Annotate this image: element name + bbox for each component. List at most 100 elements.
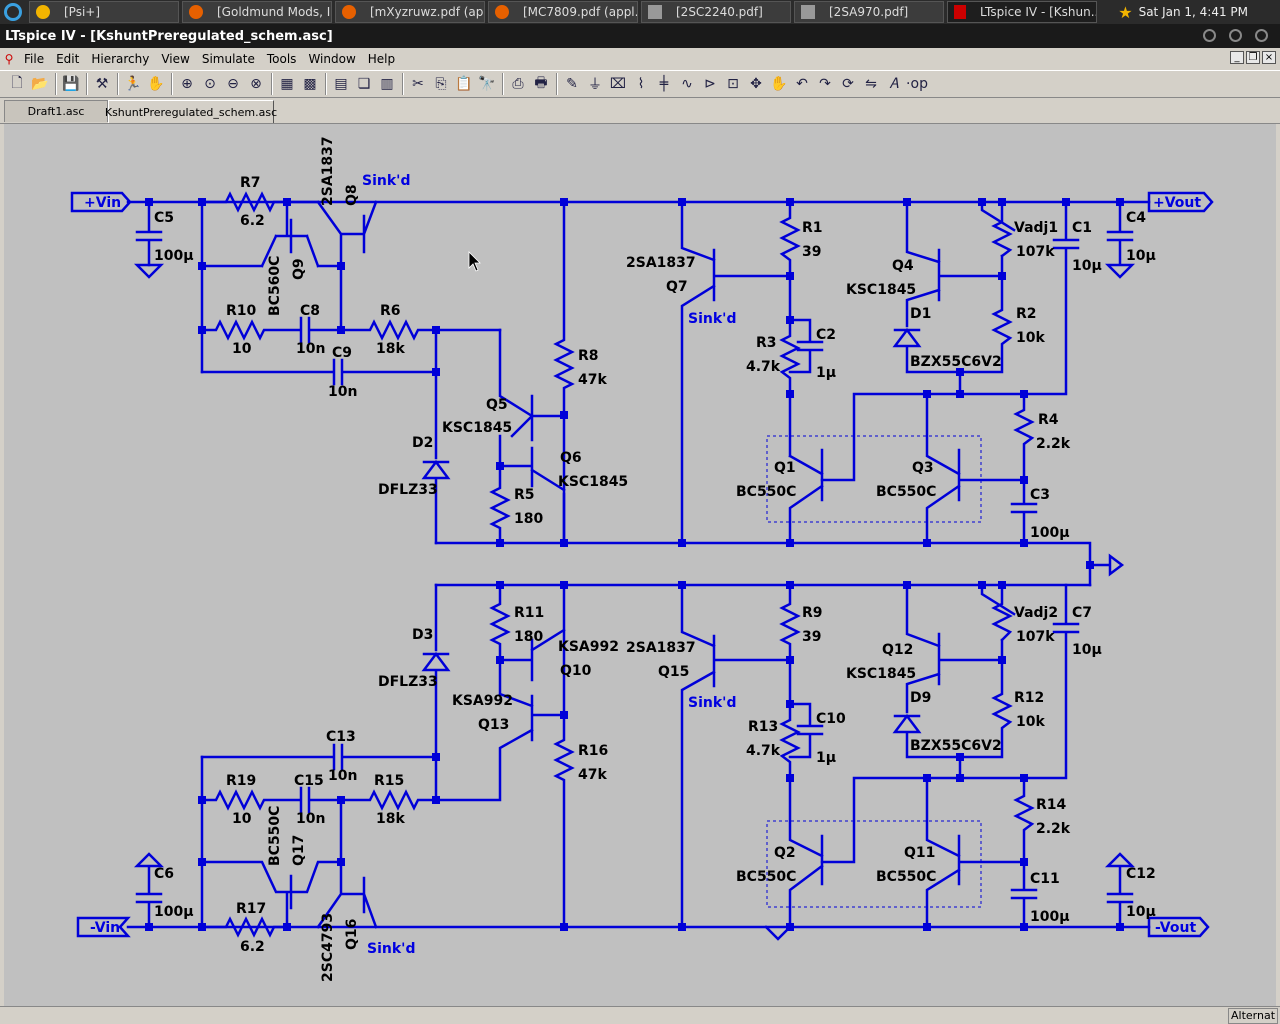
label-c9[interactable]: C9	[332, 345, 352, 361]
tile-horizontal-icon[interactable]: ▤	[334, 76, 348, 92]
model-d3[interactable]: DFLZ33	[378, 674, 438, 690]
run-icon[interactable]: 🏃	[124, 76, 142, 92]
model-q3[interactable]: BC550C	[876, 484, 936, 500]
menu-tools[interactable]: Tools	[266, 52, 297, 66]
label-r9[interactable]: R9	[802, 605, 823, 621]
value-vadj1[interactable]: 107k	[1016, 244, 1055, 260]
model-q17[interactable]: BC550C	[267, 806, 283, 866]
cascade-icon[interactable]: ❏	[357, 76, 371, 92]
model-d1[interactable]: BZX55C6V2	[910, 354, 1002, 370]
label-r5[interactable]: R5	[514, 487, 535, 503]
schematic-canvas[interactable]: +Vin +Vout -Vin -Vout Sink'd Sink'd Sink…	[0, 124, 1280, 1006]
label-c15[interactable]: C15	[294, 773, 324, 789]
value-c9[interactable]: 10n	[328, 384, 357, 400]
label-d1[interactable]: D1	[910, 306, 931, 322]
label-q8[interactable]: Q8	[344, 184, 360, 206]
label-r6[interactable]: R6	[380, 303, 401, 319]
label-r15[interactable]: R15	[374, 773, 404, 789]
model-d9[interactable]: BZX55C6V2	[910, 738, 1002, 754]
label-c12[interactable]: C12	[1126, 866, 1156, 882]
label-c1[interactable]: C1	[1072, 220, 1092, 236]
value-c15[interactable]: 10n	[296, 811, 325, 827]
port-vout-pos[interactable]: +Vout	[1153, 195, 1201, 211]
clock[interactable]: ★Sat Jan 1, 4:41 PM	[1118, 0, 1248, 24]
mdi-restore-icon[interactable]: ❐	[1246, 51, 1260, 64]
label-c8[interactable]: C8	[300, 303, 320, 319]
label-q12[interactable]: Q12	[882, 642, 913, 658]
label-r1[interactable]: R1	[802, 220, 823, 236]
model-q11[interactable]: BC550C	[876, 869, 936, 885]
label-r3[interactable]: R3	[756, 335, 777, 351]
label-q3[interactable]: Q3	[912, 460, 934, 476]
control-panel-icon[interactable]: ⚒	[95, 76, 109, 92]
port-vout-neg[interactable]: -Vout	[1155, 920, 1196, 936]
tab-kshunt[interactable]: KshuntPreregulated_schem.asc	[105, 100, 277, 123]
label-r4[interactable]: R4	[1038, 412, 1059, 428]
zoom-fit-icon[interactable]: ⊗	[250, 76, 262, 92]
value-r2[interactable]: 10k	[1016, 330, 1045, 346]
value-c7[interactable]: 10µ	[1072, 642, 1102, 658]
task-2sa970[interactable]: [2SA970.pdf]	[794, 1, 944, 23]
value-r11[interactable]: 180	[514, 629, 543, 645]
save-icon[interactable]: 💾	[62, 76, 80, 92]
net-sink-q15[interactable]: Sink'd	[688, 695, 736, 711]
value-c1[interactable]: 10µ	[1072, 258, 1102, 274]
menu-file[interactable]: File	[24, 52, 45, 66]
net-sink-q7[interactable]: Sink'd	[688, 311, 736, 327]
print-setup-icon[interactable]: ⎙	[512, 76, 524, 92]
label-q4[interactable]: Q4	[892, 258, 914, 274]
label-c13[interactable]: C13	[326, 729, 356, 745]
model-q4[interactable]: KSC1845	[846, 282, 916, 298]
menu-view[interactable]: View	[161, 52, 190, 66]
value-c3[interactable]: 100µ	[1030, 525, 1070, 541]
drag-icon[interactable]: ✋	[770, 76, 788, 92]
model-q7[interactable]: 2SA1837	[626, 255, 696, 271]
value-c2[interactable]: 1µ	[816, 365, 836, 381]
label-r11[interactable]: R11	[514, 605, 544, 621]
value-r14[interactable]: 2.2k	[1036, 821, 1071, 837]
net-sink-q16[interactable]: Sink'd	[367, 941, 415, 957]
mirror-icon[interactable]: ⇋	[865, 76, 877, 92]
text-icon[interactable]: 𝐴	[889, 76, 899, 92]
value-r16[interactable]: 47k	[578, 767, 607, 783]
model-q6[interactable]: KSC1845	[558, 474, 628, 490]
label-q6[interactable]: Q6	[560, 450, 582, 466]
value-c12[interactable]: 10µ	[1126, 904, 1156, 920]
mdi-minimize-icon[interactable]: _	[1230, 51, 1244, 64]
menu-window[interactable]: Window	[308, 52, 356, 66]
value-c10[interactable]: 1µ	[816, 750, 836, 766]
minimize-icon[interactable]	[1203, 29, 1216, 42]
value-r1[interactable]: 39	[802, 244, 821, 260]
label-q7[interactable]: Q7	[666, 279, 688, 295]
undo-icon[interactable]: ↶	[796, 76, 808, 92]
value-r8[interactable]: 47k	[578, 372, 607, 388]
model-q15[interactable]: 2SA1837	[626, 640, 696, 656]
value-r9[interactable]: 39	[802, 629, 821, 645]
tile-vertical-icon[interactable]: ▥	[380, 76, 394, 92]
model-q13[interactable]: KSA992	[452, 693, 513, 709]
diode-icon[interactable]: ⊳	[704, 76, 716, 92]
value-c13[interactable]: 10n	[328, 768, 357, 784]
value-r15[interactable]: 18k	[376, 811, 405, 827]
label-r8[interactable]: R8	[578, 348, 599, 364]
print-icon[interactable]: 🖶	[534, 75, 548, 91]
label-q10[interactable]: Q10	[560, 663, 592, 679]
spice-directive-icon[interactable]: ·op	[906, 76, 928, 92]
grid-icon[interactable]: ▩	[303, 76, 317, 92]
label-c4[interactable]: C4	[1126, 210, 1146, 226]
mdi-close-icon[interactable]: ×	[1262, 51, 1276, 64]
label-q15[interactable]: Q15	[658, 664, 689, 680]
label-r17[interactable]: R17	[236, 901, 266, 917]
paste-icon[interactable]: 📋	[455, 76, 473, 92]
net-sink-q8[interactable]: Sink'd	[362, 173, 410, 189]
value-r3[interactable]: 4.7k	[746, 359, 781, 375]
task-goldmund[interactable]: [Goldmund Mods, I...	[182, 1, 332, 23]
value-r7[interactable]: 6.2	[240, 213, 265, 229]
value-c11[interactable]: 100µ	[1030, 909, 1070, 925]
move-icon[interactable]: ✥	[750, 76, 762, 92]
menu-edit[interactable]: Edit	[56, 52, 80, 66]
redo-icon[interactable]: ↷	[819, 76, 831, 92]
label-r13[interactable]: R13	[748, 719, 778, 735]
label-d2[interactable]: D2	[412, 435, 433, 451]
task-2sc2240[interactable]: [2SC2240.pdf]	[641, 1, 791, 23]
